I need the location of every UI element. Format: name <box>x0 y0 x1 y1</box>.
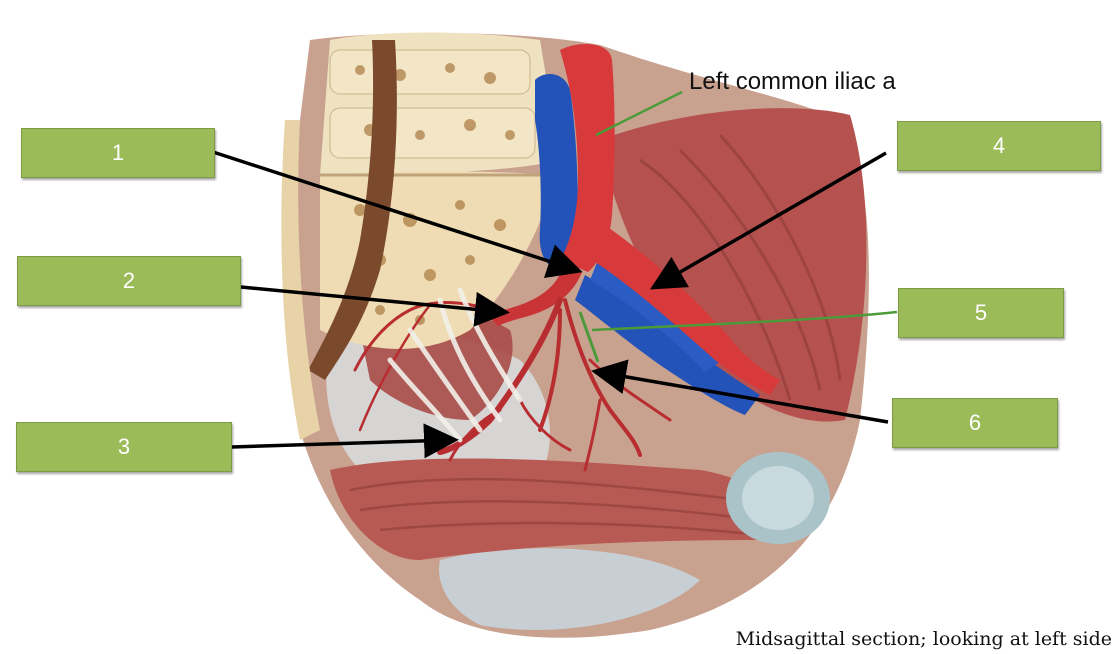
muscle-fibers <box>639 133 842 401</box>
arrow-6 <box>591 359 889 424</box>
artery-annotation: Left common iliac a <box>689 68 896 95</box>
arrow-3 <box>231 423 459 459</box>
spinal-canal <box>308 40 397 380</box>
label-box-3[interactable]: 3 <box>16 422 232 472</box>
external-iliac-vein-2 <box>590 255 730 372</box>
external-iliac-vein <box>575 275 760 415</box>
figure-caption: Midsagittal section; looking at left sid… <box>735 628 1112 650</box>
arrow-4 <box>649 151 887 290</box>
common-iliac-artery <box>560 44 615 273</box>
label-box-6[interactable]: 6 <box>892 398 1058 448</box>
label-box-1[interactable]: 1 <box>21 128 215 178</box>
internal-iliac-artery <box>490 262 582 326</box>
pelvic-floor-muscle <box>330 458 782 560</box>
iliacus-muscle <box>600 108 867 422</box>
leader-line-artery-label <box>595 90 683 137</box>
common-iliac-vein <box>535 74 579 269</box>
arrow-1 <box>212 150 583 278</box>
external-iliac-artery <box>595 225 780 395</box>
label-box-5[interactable]: 5 <box>898 288 1064 338</box>
perineal-tissue <box>439 548 700 630</box>
label-box-4[interactable]: 4 <box>897 121 1101 171</box>
arrow-2 <box>240 285 510 327</box>
leader-tick-5 <box>578 311 600 363</box>
label-box-2[interactable]: 2 <box>17 256 241 306</box>
sacrum-posterior <box>281 120 320 440</box>
pelvic-floor-fibers <box>349 477 761 537</box>
pubic-symphysis-inner <box>742 466 814 530</box>
leader-line-5 <box>591 310 898 332</box>
